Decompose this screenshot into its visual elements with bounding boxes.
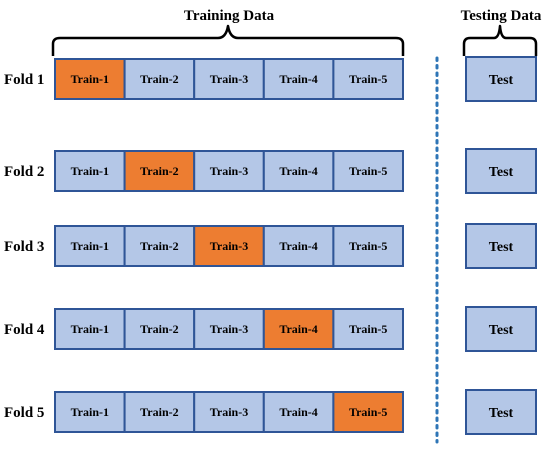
fold-label: Fold 4 [4, 322, 45, 338]
train-cell-label: Train-4 [279, 405, 317, 419]
train-cell-label: Train-2 [140, 164, 178, 178]
test-box [465, 306, 537, 352]
test-box-label: Test [489, 323, 514, 338]
fold-label: Fold 5 [4, 405, 44, 421]
train-cell [54, 391, 126, 433]
train-cell-label: Train-3 [210, 322, 248, 336]
fold-row: Fold 3 Train-1 Train-2 Train-3 Train-4 Train-… [4, 223, 537, 269]
training-data-header: Training Data [184, 8, 275, 24]
test-box-label: Test [489, 165, 514, 180]
validation-cell [123, 150, 196, 192]
fold-label: Fold 2 [4, 164, 44, 180]
test-box [465, 148, 537, 194]
train-cell-label: Train-1 [71, 72, 109, 86]
train-cell-label: Train-5 [349, 322, 387, 336]
train-cell-label: Train-2 [140, 405, 178, 419]
fold-row: Fold 4 Train-1 Train-2 Train-3 Train-4 Train-… [4, 306, 537, 352]
train-cell [262, 391, 335, 433]
train-cell [262, 58, 335, 100]
train-cell-label: Train-1 [71, 405, 109, 419]
train-cell-label: Train-1 [71, 164, 109, 178]
fold-row: Fold 5 Train-1 Train-2 Train-3 Train-4 Train-… [4, 389, 537, 435]
validation-cell [332, 391, 404, 433]
train-cell [193, 391, 265, 433]
train-cell-label: Train-2 [140, 239, 178, 253]
testing-data-brace [462, 24, 538, 56]
train-cell-label: Train-3 [210, 239, 248, 253]
fold-row: Fold 1 Train-1 Train-2 Train-3 Train-4 Train-… [4, 56, 537, 102]
test-box-label: Test [489, 240, 514, 255]
train-cell-label: Train-5 [349, 239, 387, 253]
train-cell [332, 58, 404, 100]
train-cell-label: Train-5 [349, 72, 387, 86]
test-box-label: Test [489, 406, 514, 421]
training-data-brace [51, 24, 405, 56]
testing-data-header: Testing Data [461, 8, 542, 24]
train-cell-label: Train-4 [279, 239, 317, 253]
train-cell [332, 150, 404, 192]
test-box [465, 56, 537, 102]
train-cell [123, 308, 196, 350]
test-box-label: Test [489, 73, 514, 88]
train-cell [193, 150, 265, 192]
fold-label: Fold 3 [4, 239, 44, 255]
fold-row: Fold 2 Train-1 Train-2 Train-3 Train-4 Train-… [4, 148, 537, 194]
test-box [465, 389, 537, 435]
train-cell [123, 58, 196, 100]
train-cell [332, 225, 404, 267]
train-cell-label: Train-1 [71, 322, 109, 336]
train-cell-label: Train-2 [140, 72, 178, 86]
train-cell-label: Train-4 [279, 322, 317, 336]
train-cell-label: Train-3 [210, 405, 248, 419]
train-cell [54, 308, 126, 350]
train-cell [332, 308, 404, 350]
train-cell [54, 150, 126, 192]
fold-label: Fold 1 [4, 72, 44, 88]
train-cell-label: Train-5 [349, 405, 387, 419]
train-cell-label: Train-5 [349, 164, 387, 178]
validation-cell [54, 58, 126, 100]
train-cell-label: Train-4 [279, 72, 317, 86]
train-cell-label: Train-4 [279, 164, 317, 178]
validation-cell [193, 225, 265, 267]
train-cell-label: Train-1 [71, 239, 109, 253]
train-cell-label: Train-3 [210, 72, 248, 86]
train-cell-label: Train-3 [210, 164, 248, 178]
test-box [465, 223, 537, 269]
train-cell [54, 225, 126, 267]
train-cell-label: Train-2 [140, 322, 178, 336]
